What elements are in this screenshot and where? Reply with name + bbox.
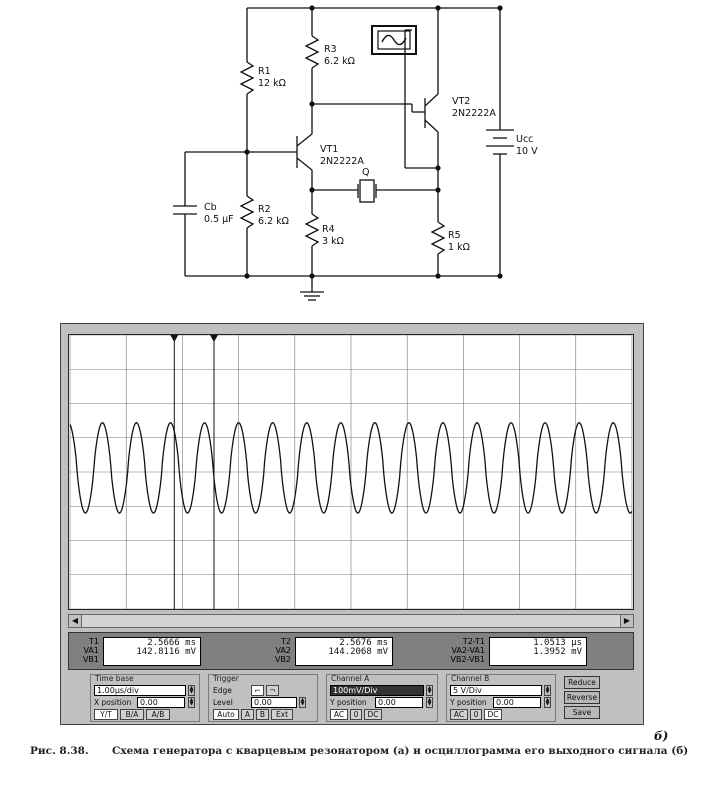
readout-label: VB1: [82, 655, 99, 664]
r4-value: 3 kΩ: [322, 236, 344, 247]
control-panel: Time base 1.00µs/div ▲▼ X position 0.00 …: [68, 674, 634, 722]
oscilloscope-screen: [68, 334, 634, 610]
r4-name: R4: [322, 224, 335, 235]
channel-a-zero-button[interactable]: 0: [350, 709, 362, 720]
channel-b-zero-button[interactable]: 0: [470, 709, 482, 720]
cursor-2-handle-icon[interactable]: [210, 335, 218, 342]
trigger-ext-button[interactable]: Ext: [271, 709, 293, 720]
figure-number: Рис. 8.38.: [30, 745, 89, 757]
r5-value: 1 kΩ: [448, 242, 470, 253]
subfigure-label: б): [654, 729, 669, 743]
readout-value: 142.8116 mV: [136, 647, 196, 657]
x-position-label: X position: [94, 698, 132, 707]
readout-value: 144.2068 mV: [328, 647, 388, 657]
ba-mode-button[interactable]: B/A: [120, 709, 144, 720]
channel-b-y-position-field[interactable]: 0.00: [493, 697, 541, 708]
channel-a-scale-field[interactable]: 100mV/Div: [330, 685, 424, 696]
readout-value: [300, 657, 388, 666]
r1-value: 12 kΩ: [258, 78, 286, 89]
level-label: Level: [213, 698, 233, 707]
ab-mode-button[interactable]: A/B: [146, 709, 170, 720]
channel-b-spin-icon[interactable]: ▲▼: [544, 685, 551, 696]
channel-b-scale-field[interactable]: 5 V/Div: [450, 685, 542, 696]
readout-label: T2-T1: [462, 637, 485, 646]
reverse-button[interactable]: Reverse: [564, 691, 600, 704]
oscilloscope-window: ◀ ▶ T1 VA1 VB1 2.5666 ms 142.8116 mV T2 …: [60, 323, 644, 725]
channel-a-dc-button[interactable]: DC: [364, 709, 382, 720]
horizontal-scrollbar[interactable]: ◀ ▶: [68, 614, 634, 628]
channel-a-y-position-label: Y position: [330, 698, 367, 707]
x-position-spin-icon[interactable]: ▲▼: [188, 697, 195, 708]
channel-b-y-spin-icon[interactable]: ▲▼: [544, 697, 551, 708]
readout-value: [494, 657, 582, 666]
vt1-name: VT1: [320, 144, 338, 155]
channel-a-title: Channel A: [331, 674, 370, 683]
trigger-a-button[interactable]: A: [241, 709, 254, 720]
readout-label: VA2: [275, 646, 291, 655]
falling-edge-icon[interactable]: ¬: [266, 685, 279, 696]
waveform-trace: [69, 421, 633, 514]
channel-a-ac-button[interactable]: AC: [330, 709, 348, 720]
channel-b-group: Channel B 5 V/Div ▲▼ Y position 0.00 ▲▼ …: [446, 674, 556, 722]
readout-value: 1.0513 µs: [533, 638, 582, 648]
channel-a-y-position-field[interactable]: 0.00: [375, 697, 423, 708]
scroll-right-arrow-icon[interactable]: ▶: [620, 615, 633, 627]
trigger-b-button[interactable]: B: [256, 709, 269, 720]
r2-value: 6.2 kΩ: [258, 216, 289, 227]
cb-value: 0.5 µF: [204, 214, 234, 225]
timebase-group: Time base 1.00µs/div ▲▼ X position 0.00 …: [90, 674, 200, 722]
junction-dots: [244, 5, 503, 279]
q-name: Q: [362, 167, 369, 178]
rising-edge-icon[interactable]: ⌐: [251, 685, 264, 696]
channel-a-y-spin-icon[interactable]: ▲▼: [426, 697, 433, 708]
circuit-schematic: R1 12 kΩ R2 6.2 kΩ R3 6.2 kΩ R4 3 kΩ R5 …: [173, 5, 538, 301]
reduce-button[interactable]: Reduce: [564, 676, 600, 689]
cb-name: Cb: [204, 202, 217, 213]
cursor-readouts: T1 VA1 VB1 2.5666 ms 142.8116 mV T2 VA2 …: [68, 632, 634, 670]
trigger-auto-button[interactable]: Auto: [213, 709, 239, 720]
scroll-left-arrow-icon[interactable]: ◀: [69, 615, 82, 627]
channel-b-dc-button[interactable]: DC: [484, 709, 502, 720]
x-position-field[interactable]: 0.00: [137, 697, 185, 708]
figure-caption: Рис. 8.38. Схема генератора с кварцевым р…: [30, 741, 705, 762]
trigger-level-field[interactable]: 0.00: [251, 697, 297, 708]
readout-label: T1: [89, 637, 99, 646]
yt-mode-button[interactable]: Y/T: [94, 709, 118, 720]
r3-value: 6.2 kΩ: [324, 56, 355, 67]
channel-a-spin-icon[interactable]: ▲▼: [426, 685, 433, 696]
readout-label: T2: [281, 637, 291, 646]
channel-b-ac-button[interactable]: AC: [450, 709, 468, 720]
channel-b-y-position-label: Y position: [450, 698, 487, 707]
ucc-value: 10 V: [516, 146, 538, 157]
timebase-spin-icon[interactable]: ▲▼: [188, 685, 195, 696]
save-button[interactable]: Save: [564, 706, 600, 719]
cursor-1-handle-icon[interactable]: [170, 335, 179, 342]
trigger-group: Trigger Edge ⌐ ¬ Level 0.00 ▲▼ Auto A B …: [208, 674, 318, 722]
readout-label: VA1: [83, 646, 99, 655]
trigger-title: Trigger: [213, 674, 239, 683]
timebase-scale-field[interactable]: 1.00µs/div: [94, 685, 186, 696]
ucc-name: Ucc: [516, 134, 533, 145]
channel-a-group: Channel A 100mV/Div ▲▼ Y position 0.00 ▲…: [326, 674, 438, 722]
r1-name: R1: [258, 66, 271, 77]
readout-label: VB2-VB1: [450, 655, 485, 664]
vt2-name: VT2: [452, 96, 470, 107]
readout-value: 1.3952 mV: [533, 647, 582, 657]
r3-name: R3: [324, 44, 337, 55]
trigger-level-spin-icon[interactable]: ▲▼: [299, 697, 306, 708]
timebase-title: Time base: [95, 674, 134, 683]
r5-name: R5: [448, 230, 461, 241]
readout-value: 2.5676 ms: [339, 638, 388, 648]
readout-label: VB2: [274, 655, 291, 664]
edge-label: Edge: [213, 686, 232, 695]
screen-grid: [69, 335, 633, 609]
caption-text: Схема генератора с кварцевым резонатором…: [112, 745, 689, 757]
vt2-value: 2N2222A: [452, 108, 496, 119]
readout-value: 2.5666 ms: [147, 638, 196, 648]
readout-label: VA2-VA1: [451, 646, 485, 655]
vt1-value: 2N2222A: [320, 156, 364, 167]
r2-name: R2: [258, 204, 271, 215]
readout-value: [108, 657, 196, 666]
channel-b-title: Channel B: [451, 674, 490, 683]
